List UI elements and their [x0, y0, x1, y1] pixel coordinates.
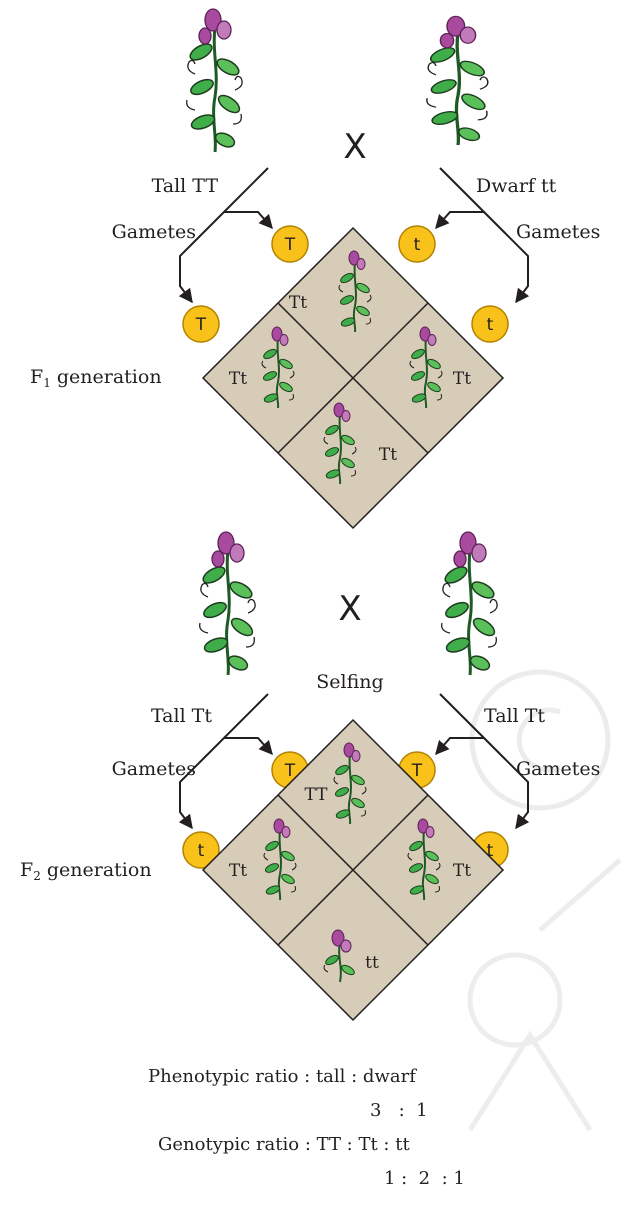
- left-gamete-arrows-2: [178, 693, 273, 830]
- svg-text:t: t: [198, 841, 205, 861]
- punnett-square-f2: TT Tt Tt tt: [201, 718, 505, 1022]
- gamete-right-top: t: [398, 225, 436, 263]
- right-parent-label: Dwarf tt: [476, 175, 557, 197]
- cross-1: X Tall TT Dwarf tt Gametes Gametes T T t: [30, 7, 600, 530]
- cell2-right-genotype: Tt: [453, 861, 471, 881]
- cell-right-genotype: Tt: [453, 369, 471, 389]
- ratios: Phenotypic ratio : tall : dwarf 3 : 1 Ge…: [148, 1066, 465, 1189]
- gamete2-left-bottom: t: [182, 831, 220, 869]
- svg-text:T: T: [284, 761, 296, 781]
- genotypic-ratio-values: 1 : 2 : 1: [384, 1168, 465, 1189]
- phenotypic-ratio-label: Phenotypic ratio : tall : dwarf: [148, 1066, 417, 1087]
- selfing-label: Selfing: [316, 671, 383, 693]
- cell-top-genotype: Tt: [289, 293, 307, 313]
- left-gamete-arrows: [178, 167, 273, 304]
- f1-plant-right-icon: [440, 530, 499, 677]
- cross-symbol: X: [343, 127, 366, 167]
- watermark: [467, 669, 622, 1132]
- right-gametes-label-2: Gametes: [516, 758, 600, 780]
- f1-generation-label: F1 generation: [30, 366, 162, 390]
- svg-text:T: T: [195, 315, 207, 335]
- left-parent-label: Tall TT: [152, 175, 219, 197]
- cross-2: X Selfing Tall Tt Tall Tt Gametes Gamete…: [20, 530, 600, 1022]
- svg-text:t: t: [414, 235, 421, 255]
- parent-tall-plant-icon: [185, 7, 244, 154]
- right-parent-label-2: Tall Tt: [484, 705, 545, 727]
- f1-plant-left-icon: [198, 530, 257, 677]
- right-gamete-arrows-2: [435, 693, 530, 830]
- f2-generation-label: F2 generation: [20, 859, 152, 883]
- right-gamete-arrows: [435, 167, 530, 304]
- gamete-left-top: T: [271, 225, 309, 263]
- svg-text:t: t: [487, 315, 494, 335]
- svg-text:T: T: [284, 235, 296, 255]
- cross-symbol-2: X: [338, 589, 361, 629]
- gamete-right-bottom: t: [471, 305, 509, 343]
- left-gametes-label: Gametes: [112, 221, 196, 243]
- cell-bottom-genotype: Tt: [379, 445, 397, 465]
- gamete-left-bottom: T: [182, 305, 220, 343]
- cell2-bottom-genotype: tt: [365, 953, 379, 973]
- genotypic-ratio-label: Genotypic ratio : TT : Tt : tt: [158, 1134, 410, 1155]
- punnett-square-f1: Tt Tt Tt Tt: [201, 226, 505, 530]
- svg-text:T: T: [411, 761, 423, 781]
- parent-dwarf-plant-icon: [425, 14, 490, 147]
- cell-left-genotype: Tt: [229, 369, 247, 389]
- phenotypic-ratio-values: 3 : 1: [370, 1100, 428, 1121]
- cell2-left-genotype: Tt: [229, 861, 247, 881]
- left-gametes-label-2: Gametes: [112, 758, 196, 780]
- left-parent-label-2: Tall Tt: [151, 705, 212, 727]
- right-gametes-label: Gametes: [516, 221, 600, 243]
- svg-text:t: t: [487, 841, 494, 861]
- cell2-top-genotype: TT: [305, 785, 329, 805]
